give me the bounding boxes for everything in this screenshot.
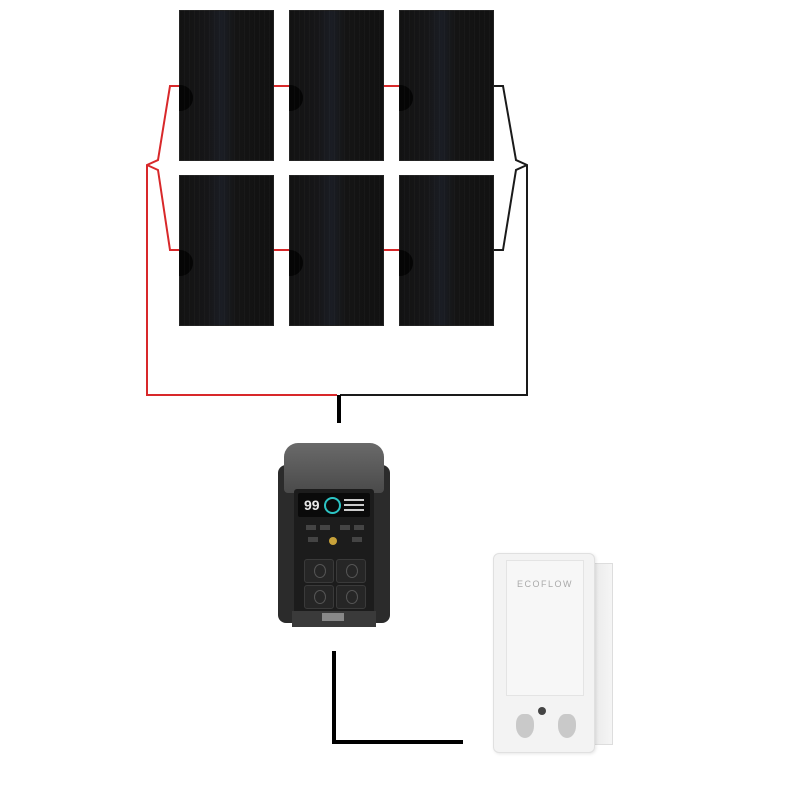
usb-port xyxy=(306,525,316,530)
solar-panel xyxy=(399,10,494,161)
negative-wire xyxy=(340,85,528,396)
ac-outlet xyxy=(304,559,334,583)
solar-panel xyxy=(179,10,274,161)
power-station-front: 99 xyxy=(294,489,374,615)
smart-panel-indicator xyxy=(538,707,546,715)
positive-wire xyxy=(146,85,399,396)
ac-outlet xyxy=(304,585,334,609)
ac-outlets xyxy=(302,559,366,611)
usb-c-port xyxy=(308,537,318,542)
battery-ring-icon xyxy=(324,497,341,514)
battery-percentage: 99 xyxy=(304,497,320,513)
usb-ports xyxy=(304,523,364,543)
smart-panel-cover: ECOFLOW xyxy=(506,560,584,696)
smart-panel-grip xyxy=(516,714,534,738)
power-station-display: 99 xyxy=(298,493,370,517)
power-button xyxy=(329,537,337,545)
display-readouts xyxy=(344,499,364,511)
solar-panel xyxy=(179,175,274,326)
usb-port xyxy=(354,525,364,530)
ecoflow-logo: ECOFLOW xyxy=(516,579,573,589)
usb-port xyxy=(340,525,350,530)
ac-outlet xyxy=(336,585,366,609)
solar-panel xyxy=(289,175,384,326)
power-station-latch xyxy=(322,613,344,621)
solar-panel xyxy=(289,10,384,161)
smart-panel-grip xyxy=(558,714,576,738)
power-station-to-panel-cable xyxy=(332,651,463,744)
ac-outlet xyxy=(336,559,366,583)
smart-panel-front: ECOFLOW xyxy=(493,553,595,753)
solar-panel xyxy=(399,175,494,326)
power-station: 99 xyxy=(278,443,390,630)
usb-port xyxy=(320,525,330,530)
smart-home-panel: ECOFLOW xyxy=(493,553,613,753)
usb-c-port xyxy=(352,537,362,542)
power-station-handle xyxy=(284,443,384,493)
